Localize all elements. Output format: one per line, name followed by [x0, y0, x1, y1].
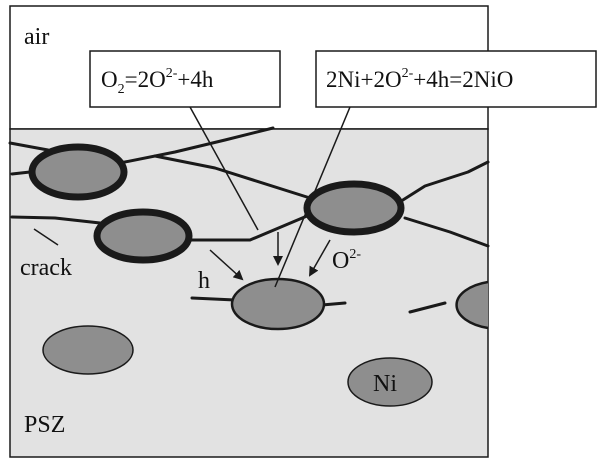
equation-box-left — [89, 50, 281, 108]
ni-label: Ni — [373, 371, 397, 397]
edge-ni-particle-outline — [455, 280, 489, 330]
migration-arrows — [209, 232, 331, 281]
equation-box-right — [315, 50, 597, 108]
oxidized-ni-particle — [93, 208, 193, 264]
psz-label: PSZ — [24, 412, 65, 438]
hole-label: h — [198, 268, 210, 294]
oxide-ion-arrow — [309, 239, 331, 277]
crack-network — [8, 126, 490, 314]
air-label: air — [24, 24, 49, 50]
crack-label: crack — [20, 255, 72, 281]
leader-lines — [33, 106, 351, 288]
oxidized-ni-particle — [28, 143, 128, 201]
hole-arrow — [209, 249, 244, 281]
ni-particle-labeled — [347, 357, 433, 407]
oxide-ion-label: O2- — [332, 247, 361, 274]
ni-particle — [42, 325, 134, 375]
equation-left: O2=2O2-+4h — [101, 66, 214, 97]
equation-right: 2Ni+2O2-+4h=2NiO — [326, 66, 513, 92]
oxidized-ni-particle — [303, 180, 405, 236]
oxidizing-ni-particle — [230, 277, 326, 331]
edge-ni-particle — [456, 282, 488, 328]
